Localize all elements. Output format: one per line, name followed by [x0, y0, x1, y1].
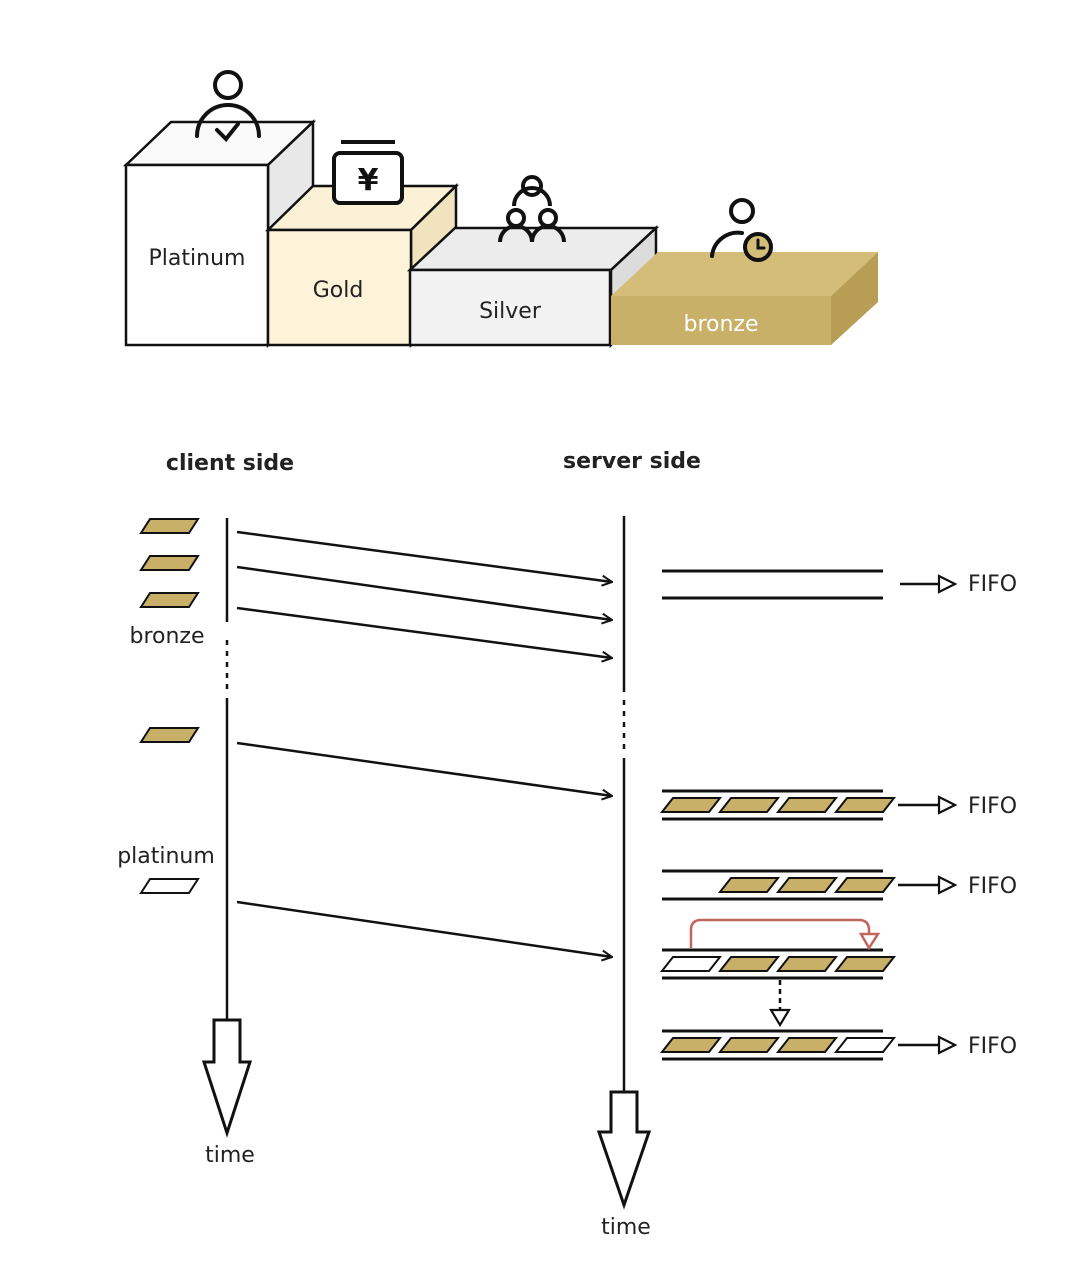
- fifo-label: FIFO: [968, 874, 1017, 899]
- queue-priority-insert: [659, 948, 897, 980]
- bronze-packet: [717, 797, 781, 813]
- bronze-packet: [139, 518, 200, 534]
- bronze-packet: [833, 877, 897, 893]
- bronze-packet: [717, 1037, 781, 1053]
- bronze-packet: [833, 797, 897, 813]
- platinum-packet: [139, 878, 200, 894]
- platinum-packet: [833, 1037, 897, 1053]
- server-time-label: time: [601, 1215, 651, 1240]
- queue-empty: [662, 569, 955, 600]
- person-check-icon: [195, 70, 261, 142]
- bronze-block: bronze: [611, 252, 878, 345]
- fifo-label: FIFO: [968, 572, 1017, 597]
- reorder-down-arrow: [769, 980, 791, 1028]
- bronze-packet: [659, 1037, 723, 1053]
- bronze-packet: [833, 956, 897, 972]
- platinum-tier-label: Platinum: [149, 246, 246, 271]
- bronze-packet: [775, 1037, 839, 1053]
- bronze-packet: [659, 797, 723, 813]
- bronze-client-label: bronze: [129, 624, 204, 649]
- request-arrow: [236, 606, 612, 658]
- bronze-packet: [717, 956, 781, 972]
- yen-symbol: ¥: [358, 163, 379, 198]
- yen-register-icon: ¥: [332, 140, 404, 205]
- fifo-label: FIFO: [968, 794, 1017, 819]
- platinum-client-label: platinum: [117, 844, 215, 869]
- request-arrow: [236, 565, 612, 620]
- request-arrow: [236, 900, 612, 957]
- bronze-packet: [775, 956, 839, 972]
- request-arrow: [236, 530, 612, 582]
- tier-podium: Platinum Gold Silver bronze: [122, 70, 878, 349]
- request-arrow: [236, 741, 612, 796]
- gold-tier-label: Gold: [313, 278, 364, 303]
- queue-three-bronze: [662, 869, 955, 901]
- person-clock-icon: [710, 198, 773, 262]
- client-time-label: time: [205, 1143, 255, 1168]
- fifo-label: FIFO: [968, 1034, 1017, 1059]
- request-arrows: [236, 530, 612, 957]
- bronze-packet: [139, 555, 200, 571]
- silver-tier-label: Silver: [479, 299, 542, 324]
- timeline-diagram: client side server side time time bronze: [117, 449, 1017, 1240]
- server-timeline-axis: [596, 516, 652, 1210]
- queue-reordered: [659, 1029, 955, 1061]
- bronze-packet: [139, 592, 200, 608]
- bronze-packet: [775, 877, 839, 893]
- server-side-header: server side: [563, 449, 701, 474]
- client-side-header: client side: [166, 451, 294, 476]
- platinum-packet: [659, 956, 723, 972]
- client-packets: [139, 518, 200, 894]
- priority-jump-arrow: [689, 918, 881, 951]
- queue-full-bronze: [659, 789, 955, 821]
- bronze-packet: [717, 877, 781, 893]
- client-timeline-axis: [201, 518, 253, 1138]
- bronze-tier-label: bronze: [683, 312, 758, 337]
- group-icon: [498, 175, 566, 243]
- bronze-packet: [775, 797, 839, 813]
- bronze-packet: [139, 727, 200, 743]
